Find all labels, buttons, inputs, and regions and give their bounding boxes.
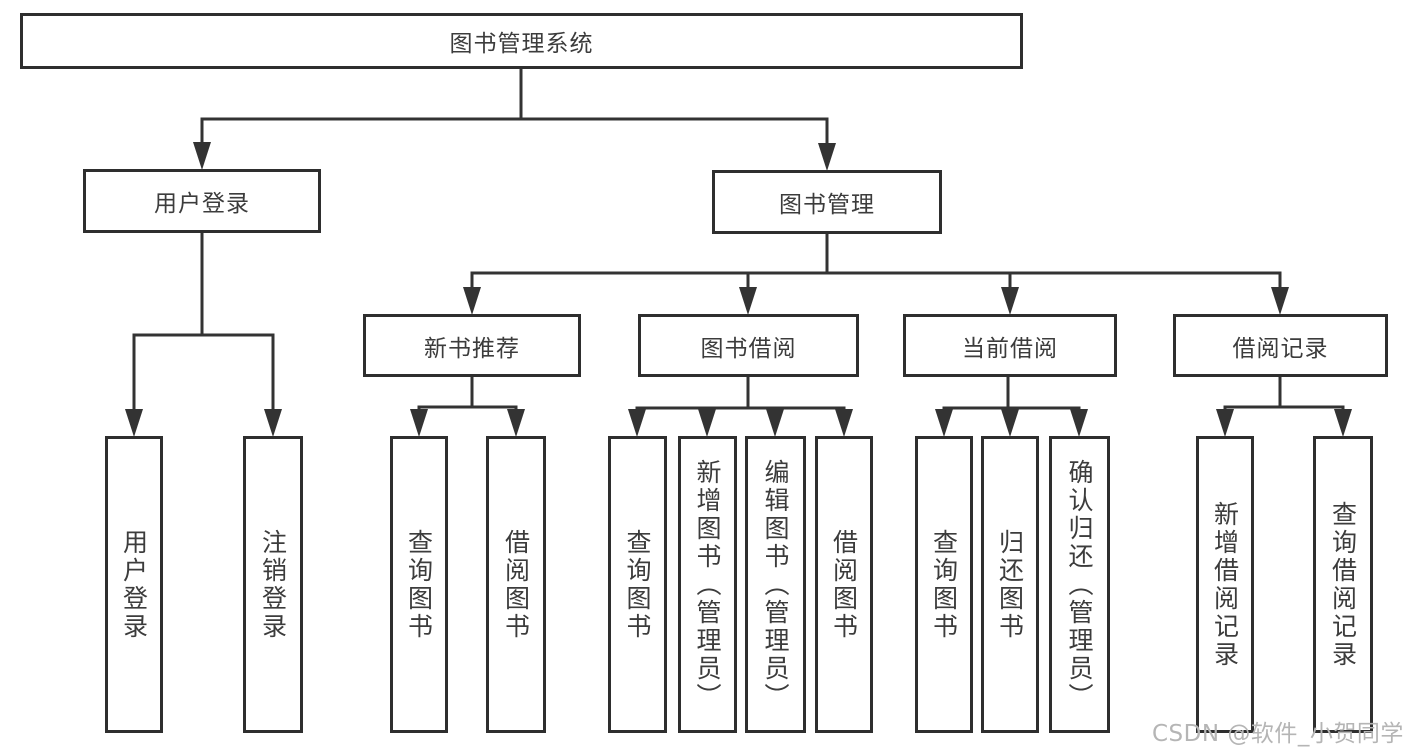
leaf-query-books-2: 查询图书 [608,436,667,733]
leaf-return-book: 归还图书 [981,436,1039,733]
csdn-watermark: CSDN @软件_小贺同学 [1152,721,1404,747]
node-book-borrow: 图书借阅 [638,314,859,377]
leaf-edit-book-admin: 编辑图书（管理员） [745,436,806,733]
leaf-logout: 注销登录 [243,436,303,733]
leaf-user-login: 用户登录 [105,436,163,733]
leaf-query-books-1: 查询图书 [390,436,448,733]
node-library-system: 图书管理系统 [20,13,1023,69]
node-current-borrow: 当前借阅 [903,314,1117,377]
leaf-query-borrow-record: 查询借阅记录 [1313,436,1373,733]
leaf-borrow-books-2: 借阅图书 [815,436,873,733]
node-borrow-records: 借阅记录 [1173,314,1388,377]
node-book-management: 图书管理 [712,170,942,234]
leaf-add-borrow-record: 新增借阅记录 [1196,436,1254,733]
leaf-confirm-return-admin: 确认归还（管理员） [1049,436,1110,733]
node-user-login: 用户登录 [83,169,321,233]
leaf-add-book-admin: 新增图书（管理员） [678,436,737,733]
leaf-query-books-3: 查询图书 [915,436,973,733]
leaf-borrow-books-1: 借阅图书 [486,436,546,733]
node-new-book-recommend: 新书推荐 [363,314,581,377]
